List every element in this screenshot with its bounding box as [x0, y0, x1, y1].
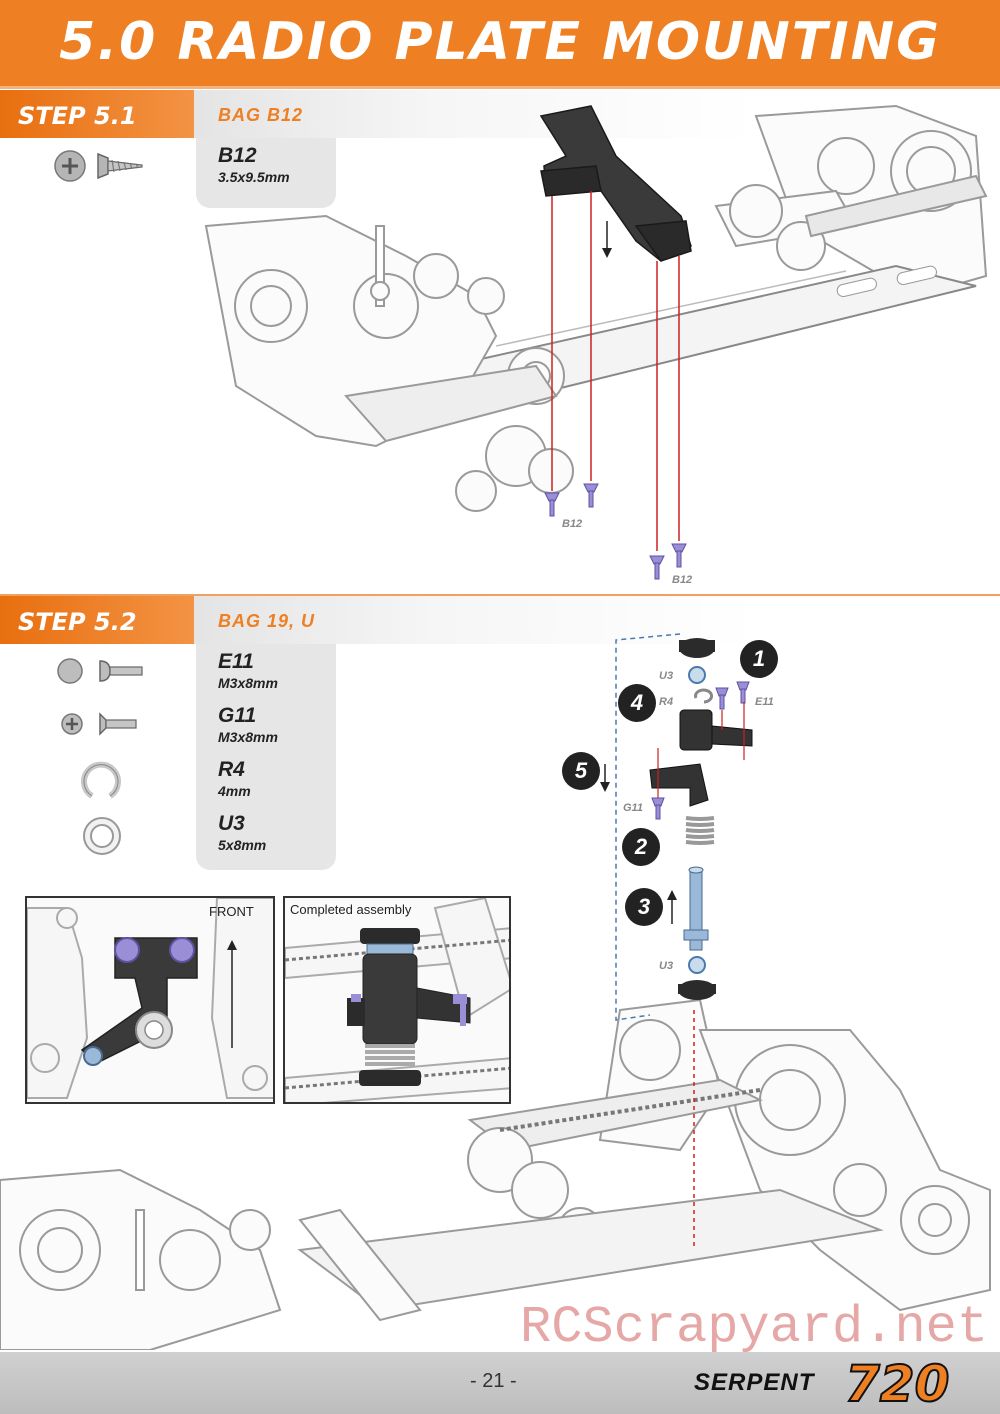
- part-code-r4: R4: [218, 758, 245, 781]
- title-underline: [0, 86, 1000, 89]
- part-size-b12: 3.5x9.5mm: [218, 169, 290, 185]
- callout-u3-top: U3: [659, 670, 674, 682]
- detail-completed-label: Completed assembly: [290, 902, 412, 917]
- part-code-e11: E11: [218, 650, 254, 673]
- countersunk-screw-icon: [52, 146, 148, 191]
- step-5-2-part-card: E11 M3x8mm G11 M3x8mm R4 4mm U3 5x8mm: [196, 644, 336, 870]
- flat-head-screw-icon: [60, 710, 140, 743]
- step-5-1-part-card: B12 3.5x9.5mm: [196, 138, 336, 208]
- washer-icon: [80, 814, 124, 863]
- page-title: 5.0 RADIO PLATE MOUNTING: [59, 12, 941, 72]
- step-5-2-bag: BAG 19, U: [218, 611, 316, 631]
- title-bar: 5.0 RADIO PLATE MOUNTING: [0, 0, 1000, 86]
- part-size-e11: M3x8mm: [218, 675, 278, 691]
- step-badge-2: 2: [622, 828, 660, 866]
- part-code-g11: G11: [218, 704, 257, 727]
- watermark: RCScrapyard.net: [520, 1298, 989, 1357]
- step-badge-1: 1: [740, 640, 778, 678]
- e-clip-icon: [78, 760, 124, 807]
- part-code-u3: U3: [218, 812, 245, 835]
- step-badge-5: 5: [562, 752, 600, 790]
- step-5-2-label: STEP 5.2: [0, 596, 194, 644]
- part-code-b12: B12: [218, 144, 257, 167]
- callout-b12-1: B12: [562, 518, 583, 530]
- callout-b12-2: B12: [672, 574, 693, 586]
- button-head-screw-icon: [54, 655, 146, 692]
- part-size-u3: 5x8mm: [218, 837, 267, 853]
- page-number: - 21 -: [470, 1370, 517, 1392]
- step-5-2-bag-bar: BAG 19, U: [194, 596, 1000, 644]
- completed-assembly-detail: Completed assembly: [283, 896, 511, 1104]
- brand-logo: SERPENT: [694, 1369, 815, 1396]
- step-5-2-assembly-illustration: [0, 630, 1000, 1355]
- callout-u3-bottom: U3: [659, 960, 674, 972]
- step-5-1-label: STEP 5.1: [0, 90, 194, 138]
- detail-front-label: FRONT: [209, 904, 254, 919]
- step-5-1-chassis-illustration: [196, 96, 996, 597]
- part-size-r4: 4mm: [218, 783, 251, 799]
- step-badge-4: 4: [618, 684, 656, 722]
- step-5-1-bag: BAG B12: [218, 105, 304, 125]
- callout-e11: E11: [755, 696, 774, 708]
- footer: - 21 - SERPENT 720: [0, 1352, 1000, 1414]
- callout-r4: R4: [659, 696, 674, 708]
- callout-g11: G11: [623, 802, 643, 814]
- part-size-g11: M3x8mm: [218, 729, 278, 745]
- model-number: 720: [844, 1354, 950, 1414]
- front-view-detail: FRONT: [25, 896, 275, 1104]
- section-divider: [0, 594, 1000, 596]
- step-badge-3: 3: [625, 888, 663, 926]
